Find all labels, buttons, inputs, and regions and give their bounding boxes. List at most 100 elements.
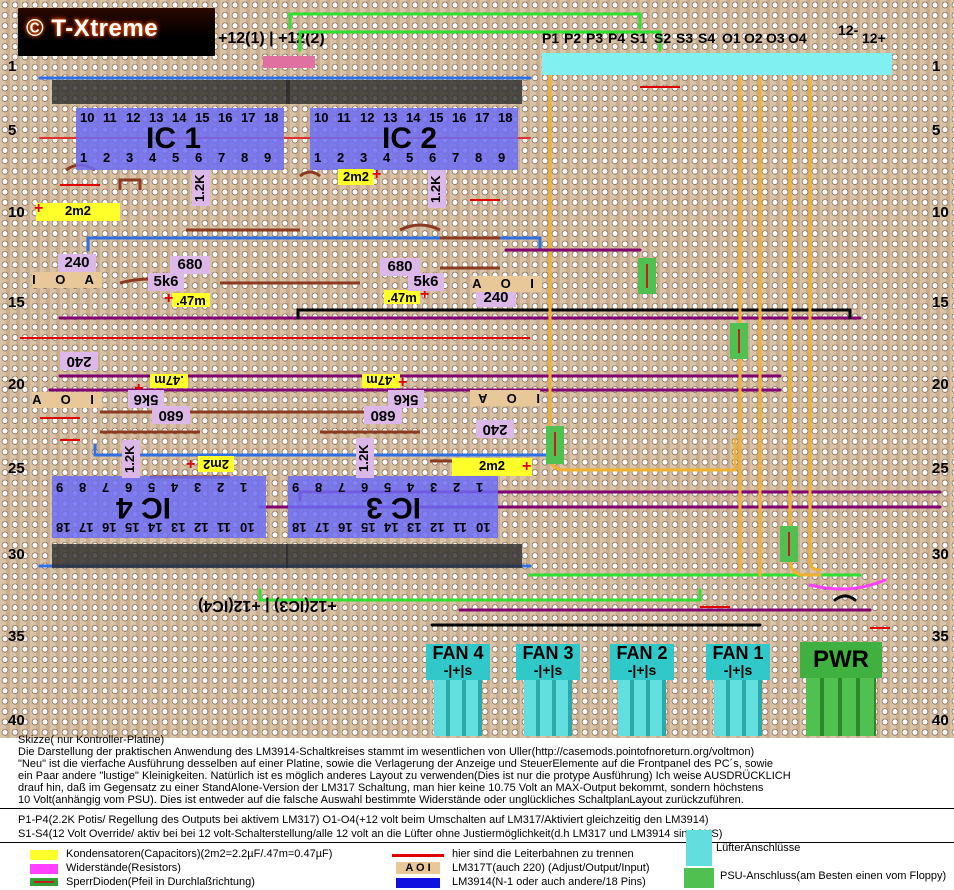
connector-pin-label: P2 (564, 30, 582, 46)
ic2-header-strip (286, 80, 522, 104)
t-xtreme-logo: © T-Xtreme (18, 8, 215, 56)
wire (296, 308, 852, 320)
ic-pin-number: 9 (56, 480, 64, 495)
polarity-plus: + (186, 456, 196, 473)
fan-pins (714, 680, 762, 736)
ic-pin-number: 11 (453, 520, 467, 535)
sketch-note: Skizze( nur Kontroller-Platine) (18, 734, 165, 746)
wire (808, 578, 887, 591)
fan-1-connector: FAN 1-|+|s (706, 644, 770, 680)
note-line: Die Darstellung der praktischen Anwendun… (18, 746, 755, 758)
ic-pin-number: 16 (102, 520, 117, 535)
connector-pin-label: S3 (676, 30, 694, 46)
ic-pin-number: 6 (125, 480, 133, 495)
row-number: 10 (8, 204, 25, 221)
fan-4-connector: FAN 4-|+|s (426, 644, 490, 680)
row-number: 5 (932, 122, 941, 139)
ic-pin-number: 10 (476, 520, 491, 535)
diode-2 (730, 323, 748, 359)
resistor-5k6-ic1: 5k6 (148, 273, 184, 291)
row-number: 25 (932, 460, 949, 477)
ic-pin-number: 10 (240, 520, 255, 535)
connector-pin-label: P1 (542, 30, 560, 46)
capacitor-047-right: .47m (384, 290, 420, 305)
connector-pin-label: O3 (766, 30, 785, 46)
resistor-680-ic1: 680 (170, 256, 210, 274)
ic2-name: IC 2 (382, 122, 438, 155)
pins-description-2: S1-S4(12 Volt Override/ aktiv bei bei 12… (18, 828, 723, 840)
perfboard: © T-Xtreme +12(1) | +12(2) (0, 0, 954, 738)
connector-pin-label: O4 (788, 30, 807, 46)
connector-pin-label: O2 (744, 30, 763, 46)
resistor-240-ic1: 240 (58, 254, 96, 272)
capacitor-2m2-lower-left: 2m2 (198, 456, 234, 472)
ic-pin-number: 12 (430, 520, 445, 535)
resistor-1k2-ic4: 1.2K (122, 440, 140, 478)
logo-text: © T-Xtreme (26, 15, 159, 42)
top-power-label: +12(1) | +12(2) (218, 30, 325, 47)
note-line: drauf hin, daß im Gegensatz zu einer Sta… (18, 782, 764, 794)
ic-pin-number: 6 (361, 480, 369, 495)
ic-pin-number: 1 (240, 480, 248, 495)
ic-pin-number: 18 (264, 110, 279, 125)
ic-pin-number: 1 (80, 150, 88, 165)
legend-resistors: Widerstände(Resistors) (66, 862, 181, 874)
ic-pin-number: 10 (80, 110, 95, 125)
ic4-name: IC 4 (116, 491, 172, 524)
capacitor-2m2-upper-mid: 2m2 (338, 169, 374, 185)
fan-pins (524, 680, 572, 736)
row-number: 35 (8, 628, 25, 645)
ic-pin-number: 16 (452, 110, 467, 125)
lm317-ic4: A O I (32, 392, 102, 408)
wire (788, 76, 822, 577)
wire (833, 594, 857, 602)
ic-pin-number: 14 (148, 520, 163, 535)
fan-pin-labels: -|+|s (443, 662, 473, 678)
ic-pin-number: 14 (172, 110, 187, 125)
bottom-power-label: +12(IC3) | +12(IC4) (198, 597, 337, 614)
ic-pin-number: 18 (56, 520, 71, 535)
resistor-680-ic2: 680 (380, 258, 420, 276)
note-line: "Neu" ist die vierfache Ausführung desse… (18, 758, 774, 770)
row-number: 30 (932, 546, 949, 563)
ic-pin-number: 4 (407, 480, 415, 495)
ic-pin-number: 1 (314, 150, 322, 165)
ic-pin-number: 17 (79, 520, 94, 535)
ic-pin-number: 16 (218, 110, 233, 125)
ic-pin-number: 8 (241, 150, 249, 165)
divider (0, 808, 954, 809)
ic-pin-number: 3 (430, 480, 438, 495)
psu-connector-icon (684, 868, 714, 888)
note-line: ein Paar andere "lustige" Kleinigkeiten.… (18, 770, 791, 782)
ic-pin-number: 1 (476, 480, 484, 495)
ic-pin-number: 10 (314, 110, 329, 125)
ic-pin-number: 2 (453, 480, 461, 495)
legend-capacitor-swatch (30, 850, 58, 860)
fan-label: FAN 2 (616, 643, 668, 663)
connector-strip (542, 53, 892, 75)
ic-pin-number: 13 (407, 520, 422, 535)
ic-pin-number: 7 (338, 480, 346, 495)
pwr-pins (806, 678, 876, 736)
ic-pin-number: 5 (406, 150, 414, 165)
fan-label: FAN 3 (522, 643, 574, 663)
row-number: 35 (932, 628, 949, 645)
wire (93, 443, 552, 457)
resistor-240-ic3: 240 (476, 420, 514, 438)
fan-pin-labels: -|+|s (723, 662, 753, 678)
ic-pin-number: 5 (172, 150, 180, 165)
polarity-plus: + (34, 200, 44, 217)
fan-connector-icon (686, 830, 712, 866)
legend-cut-swatch (392, 854, 444, 857)
ic1-header-strip (52, 80, 290, 104)
row-number: 20 (8, 376, 25, 393)
polarity-plus: + (420, 286, 430, 303)
capacitor-2m2-upper-left: 2m2 (36, 203, 120, 221)
legend-lm317-swatch: A O I (396, 862, 440, 874)
row-number: 15 (932, 294, 949, 311)
row-number: 1 (8, 58, 17, 75)
connector-pin-label: P4 (608, 30, 626, 46)
fan-pin-labels: -|+|s (627, 662, 657, 678)
